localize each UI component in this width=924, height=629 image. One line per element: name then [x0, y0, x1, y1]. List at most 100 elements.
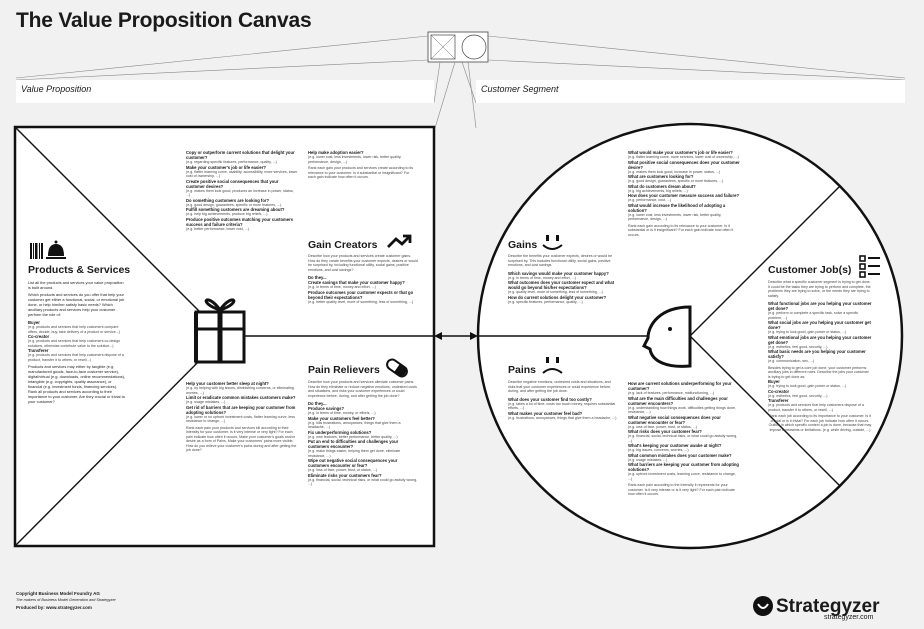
fit-arrow: [434, 332, 478, 340]
question: What functional jobs are you helping you…: [768, 301, 872, 311]
question-detail: (e.g. perform or complete a specific tas…: [768, 311, 859, 320]
sad-face-icon: [542, 357, 563, 374]
question: What barriers are keeping your customer …: [628, 462, 739, 472]
gift-icon: [194, 298, 246, 364]
customer-segment-label: Customer Segment: [481, 84, 559, 94]
question: What are customers looking for?: [628, 174, 694, 179]
question: Make your customers feel better?: [308, 415, 375, 421]
question-detail: (e.g. makes them look good, produces an …: [186, 188, 294, 198]
question-detail: (e.g. in terms of time, money, or effort…: [308, 411, 376, 415]
question-detail: (e.g. lack of features, performance, mal…: [628, 391, 715, 395]
question-detail: (e.g. flatter learning curve, usability,…: [186, 169, 298, 179]
question-detail: (e.g. communication, sex, ...): [768, 359, 815, 363]
customer-jobs-title: Customer Job(s): [768, 264, 852, 276]
rank-note: Rank each pain according to the intensit…: [628, 483, 735, 496]
gain-creators-intro: Describe how your products and services …: [308, 254, 418, 272]
question: Wipe out negative social consequences yo…: [308, 458, 398, 468]
question-detail: (e.g. quality level, more of something, …: [508, 290, 603, 294]
role-name: Transferer: [768, 398, 789, 403]
question-detail: (e.g. financial, social, technical risks…: [628, 434, 738, 443]
rank-note: Rank each gain according to its relevanc…: [628, 223, 734, 237]
question: Help your customer better sleep at night…: [186, 381, 269, 386]
copyright-block: Copyright Business Model Foundry AG The …: [16, 591, 116, 611]
question: What emotional jobs are you helping your…: [768, 334, 872, 345]
role-name: Co-creator: [28, 334, 50, 339]
gains-intro: Describe the benefits your customer expe…: [508, 254, 613, 267]
customer-jobs-intro: Describe what a specific customer segmen…: [768, 280, 871, 298]
pain-relievers-body: Describe how your products and services …: [308, 380, 418, 487]
question-detail: (e.g. by helping with big issues, dimini…: [186, 386, 294, 395]
overview-thumbnail: [427, 31, 489, 63]
question: Which savings would make your customer h…: [508, 270, 609, 276]
question: What are the main difficulties and chall…: [628, 395, 728, 406]
question: Do something customers are looking for?: [186, 197, 270, 203]
question-detail: (e.g. big achievements, big reliefs, ...…: [628, 188, 688, 193]
role-name: Buyer: [28, 320, 40, 325]
question-detail: (e.g. good design, guarantees, specific …: [186, 202, 282, 207]
brand-name: Strategyzer: [776, 596, 880, 617]
question: Eliminate risks your customers fear?: [308, 472, 382, 478]
products-services-text: List all the products and services your …: [28, 280, 126, 404]
question: What negative social consequences does y…: [628, 414, 721, 425]
value-proposition-label: Value Proposition: [21, 84, 92, 94]
question-detail: (e.g. frustrations, annoyances, things t…: [508, 415, 617, 420]
roles-intro: Besides trying to get a core job done, y…: [768, 365, 869, 379]
question: What common mistakes does your customer …: [628, 452, 732, 458]
question: Produce savings?: [308, 406, 345, 411]
role-desc: (e.g. products and services that help cu…: [28, 353, 124, 362]
question: Do they...: [308, 401, 327, 406]
question-detail: (e.g. good design, guarantees, specific …: [628, 179, 724, 183]
question: Fulfill something customers are dreaming…: [186, 207, 285, 212]
products-services-title: Products & Services: [28, 264, 131, 276]
question-detail: (e.g. in terms of time, money and effort…: [308, 285, 376, 289]
question-detail: (e.g. takes a lot of time, costs too muc…: [508, 401, 616, 411]
question-detail: (e.g. better quality level, more of some…: [308, 299, 414, 304]
strategyzer-logo-icon: [753, 596, 773, 616]
question: Make your customer's job or life easier?: [186, 164, 266, 170]
pains-questions: How are current solutions underperformin…: [628, 381, 740, 497]
smiley-icon: [542, 235, 563, 250]
service-icon: [46, 240, 66, 259]
question-detail: (e.g. lower or no upfront investment cos…: [186, 414, 295, 424]
question: What social jobs are you helping your cu…: [768, 320, 871, 330]
gain-creators-questions: Copy or outperform current solutions tha…: [186, 150, 298, 231]
perspective-lines: [15, 35, 906, 129]
copyright-text: Copyright Business Model Foundry AG: [16, 591, 100, 596]
role-name: Co-creator: [768, 388, 790, 394]
brand-url[interactable]: strategyzer.com: [824, 614, 874, 621]
question-detail: (e.g. understanding how things work, dif…: [628, 405, 736, 415]
question: Copy or outperform current solutions tha…: [186, 150, 295, 160]
gain-creators-body: Describe how your products and services …: [308, 254, 418, 304]
question: What would increase the likelihood of ad…: [628, 202, 726, 213]
role-desc: (e.g. products and services that help cu…: [768, 403, 864, 412]
gains-questions: What would make your customer's job or l…: [628, 150, 740, 237]
pain-relievers-intro: Describe how your products and services …: [308, 380, 417, 398]
checklist-icon: [859, 255, 880, 278]
products-services-footer: Products and services may either by tang…: [28, 364, 126, 404]
question-detail: (e.g. loss of face, power, trust, or sta…: [308, 468, 377, 472]
question: What positive social consequences does y…: [628, 159, 740, 170]
question: What do customers dream about?: [628, 183, 696, 189]
value-proposition-band: [16, 80, 434, 103]
question-detail: (e.g. usage mistakes, ...): [186, 400, 226, 404]
question-detail: (e.g. financial, social, technical risks…: [308, 477, 418, 487]
question-detail: (e.g. help big achievements, produce big…: [186, 212, 268, 216]
rank-note: Rank each job according to its importanc…: [768, 414, 872, 432]
pains-body: Describe negative emotions, undesired co…: [508, 380, 618, 420]
customer-segment-band: [476, 80, 905, 103]
question-detail: (e.g. regarding specific features, perfo…: [186, 160, 277, 164]
question: Limit or eradicate common mistakes custo…: [186, 395, 296, 400]
barcode-icon: [30, 243, 43, 259]
question: How do current solutions delight your cu…: [508, 294, 607, 300]
pains-intro: Describe negative emotions, undesired co…: [508, 380, 612, 393]
role-name: Buyer: [768, 379, 780, 384]
question: What does your customer find too costly?: [508, 396, 592, 402]
question-detail: (e.g. flatter learning curve, more servi…: [628, 155, 739, 159]
question: What makes your customer feel bad?: [508, 410, 583, 416]
question-detail: (e.g. specific features, performance, qu…: [508, 299, 583, 304]
question: Put an end to difficulties and challenge…: [308, 439, 399, 449]
question-detail: (e.g. better performance, lower cost, ..…: [186, 226, 249, 231]
role-name: Transferer: [28, 348, 49, 353]
question-detail: (e.g. trying to look good, gain power or…: [768, 330, 847, 334]
question: How are current solutions underperformin…: [628, 381, 732, 391]
